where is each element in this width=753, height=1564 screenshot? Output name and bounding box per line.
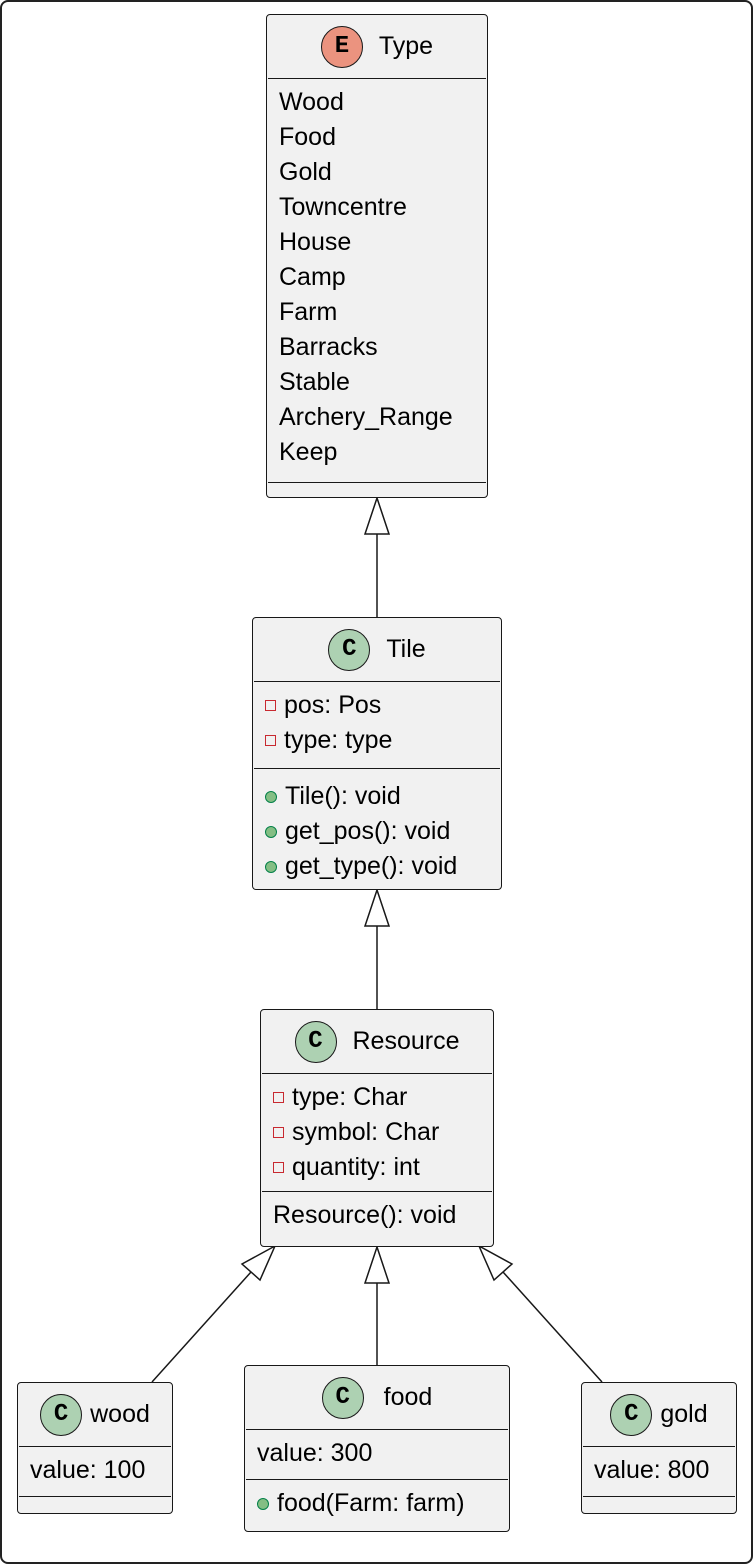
method-row: Resource(): void [273, 1201, 457, 1229]
resource-class-name: Resource [352, 1027, 460, 1055]
arrowhead-tile [363, 887, 391, 927]
field-text: symbol: Char [292, 1118, 440, 1146]
field-row: value: 100 [30, 1456, 146, 1484]
tile-fields: pos: Pos type: type [254, 682, 500, 769]
wood-class-name: wood [90, 1400, 150, 1428]
method-text: get_pos(): void [285, 817, 451, 845]
resource-class-header: C Resource [262, 1010, 492, 1074]
method-row: get_pos(): void [254, 814, 500, 849]
wood-empty-methods [19, 1497, 171, 1509]
field-row: symbol: Char [262, 1115, 492, 1150]
method-row: Tile(): void [254, 779, 500, 814]
field-text: pos: Pos [284, 691, 382, 719]
resource-fields: type: Char symbol: Char quantity: int [262, 1074, 492, 1192]
field-text: type: Char [292, 1083, 408, 1111]
type-enum-empty-section [268, 483, 486, 497]
enum-value: Food [279, 123, 336, 151]
tile-class-box[interactable]: C Tile pos: Pos type: type Tile(): void … [252, 617, 502, 890]
method-row: get_type(): void [254, 849, 500, 884]
class-badge-icon: C [321, 1376, 364, 1419]
arrowhead-resource-center [363, 1244, 391, 1284]
field-text: type: type [284, 726, 393, 754]
food-class-name: food [383, 1383, 433, 1411]
field-row: type: type [254, 723, 500, 758]
private-visibility-icon [265, 700, 276, 711]
field-row: type: Char [262, 1080, 492, 1115]
edge-wood-resource [151, 1271, 252, 1383]
gold-class-box[interactable]: C gold value: 800 [581, 1382, 737, 1514]
arrowhead-type [363, 495, 391, 535]
private-visibility-icon [273, 1092, 284, 1103]
food-class-box[interactable]: C food value: 300 food(Farm: farm) [244, 1365, 510, 1532]
gold-class-header: C gold [583, 1383, 735, 1447]
tile-class-header: C Tile [254, 618, 500, 682]
food-fields: value: 300 [246, 1430, 508, 1480]
class-badge-icon: C [40, 1393, 83, 1436]
enum-value: House [279, 228, 352, 256]
class-badge-icon: C [328, 628, 371, 671]
private-visibility-icon [273, 1127, 284, 1138]
tile-methods: Tile(): void get_pos(): void get_type():… [254, 769, 500, 888]
enum-value: Towncentre [279, 193, 407, 221]
field-row: quantity: int [262, 1150, 492, 1185]
class-badge-icon: C [294, 1020, 337, 1063]
edge-gold-resource [502, 1271, 603, 1383]
method-text: food(Farm: farm) [277, 1489, 465, 1517]
method-row: food(Farm: farm) [246, 1486, 508, 1521]
resource-class-box[interactable]: C Resource type: Char symbol: Char quant… [260, 1009, 494, 1247]
arrowhead-resource-right [477, 1244, 514, 1282]
public-visibility-icon [265, 790, 277, 803]
wood-class-box[interactable]: C wood value: 100 [17, 1382, 173, 1514]
enum-value: Barracks [279, 333, 378, 361]
field-row: pos: Pos [254, 688, 500, 723]
enum-value: Gold [279, 158, 332, 186]
field-text: quantity: int [292, 1153, 420, 1181]
resource-methods: Resource(): void [262, 1192, 492, 1237]
method-text: Tile(): void [285, 782, 401, 810]
type-enum-header: E Type [268, 15, 486, 79]
food-methods: food(Farm: farm) [246, 1480, 508, 1525]
enum-value: Stable [279, 368, 350, 396]
public-visibility-icon [265, 860, 277, 873]
tile-class-name: Tile [386, 635, 426, 663]
type-enum-name: Type [378, 32, 434, 60]
enum-value: Archery_Range [279, 403, 453, 431]
enum-value: Wood [279, 88, 344, 116]
field-row: value: 800 [594, 1456, 710, 1484]
public-visibility-icon [265, 825, 277, 838]
method-text: get_type(): void [285, 852, 458, 880]
field-row: value: 300 [257, 1439, 373, 1467]
enum-value: Camp [279, 263, 346, 291]
private-visibility-icon [273, 1162, 284, 1173]
gold-fields: value: 800 [583, 1447, 735, 1497]
public-visibility-icon [257, 1497, 269, 1510]
type-enum-box[interactable]: E Type Wood Food Gold Towncentre House C… [266, 14, 488, 498]
wood-fields: value: 100 [19, 1447, 171, 1497]
wood-class-header: C wood [19, 1383, 171, 1447]
enum-badge-icon: E [320, 25, 363, 68]
enum-value: Keep [279, 438, 338, 466]
class-badge-icon: C [610, 1393, 653, 1436]
type-enum-values: Wood Food Gold Towncentre House Camp Far… [268, 79, 486, 483]
arrowhead-resource-left [240, 1244, 277, 1282]
gold-class-name: gold [660, 1400, 708, 1428]
food-class-header: C food [246, 1366, 508, 1430]
gold-empty-methods [583, 1497, 735, 1509]
private-visibility-icon [265, 735, 276, 746]
enum-value: Farm [279, 298, 338, 326]
